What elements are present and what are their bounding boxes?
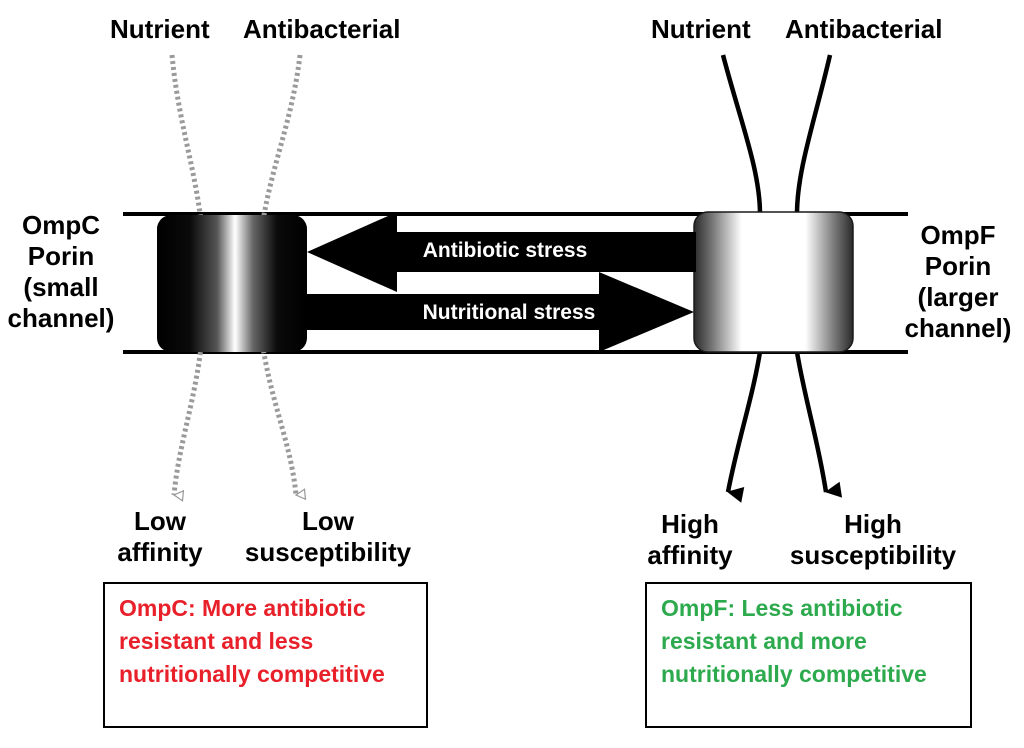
ompc-antibacterial-path [255, 54, 300, 495]
ompc-affinity-label: Low affinity [117, 506, 203, 567]
ompf-nutrient-label: Nutrient [651, 14, 751, 44]
ompc-summary-box: OmpC: More antibiotic resistant and less… [103, 582, 428, 728]
ompc-porin-channel [157, 215, 307, 352]
ompf-affinity-label: High affinity [647, 509, 733, 570]
nutritional-stress-label: Nutritional stress [423, 301, 596, 324]
antibiotic-stress-label: Antibiotic stress [423, 239, 588, 262]
ompf-porin-label: OmpF Porin (larger channel) [904, 220, 1012, 343]
ompf-summary-box: OmpF: Less antibiotic resistant and more… [645, 582, 972, 728]
ompc-nutrient-label: Nutrient [110, 14, 210, 44]
ompf-antibacterial-label: Antibacterial [785, 14, 943, 44]
ompc-porin-label: OmpC Porin (small channel) [7, 210, 115, 333]
ompf-antibacterial-path [794, 54, 830, 492]
ompf-nutrient-path [723, 54, 763, 492]
ompf-porin-channel [693, 211, 854, 353]
nutritional-stress-arrow [307, 272, 694, 352]
ompc-antibacterial-label: Antibacterial [243, 14, 401, 44]
ompf-susceptibility-label: High susceptibility [789, 509, 957, 570]
antibiotic-stress-arrow [307, 212, 696, 292]
ompc-susceptibility-label: Low susceptibility [244, 506, 412, 567]
